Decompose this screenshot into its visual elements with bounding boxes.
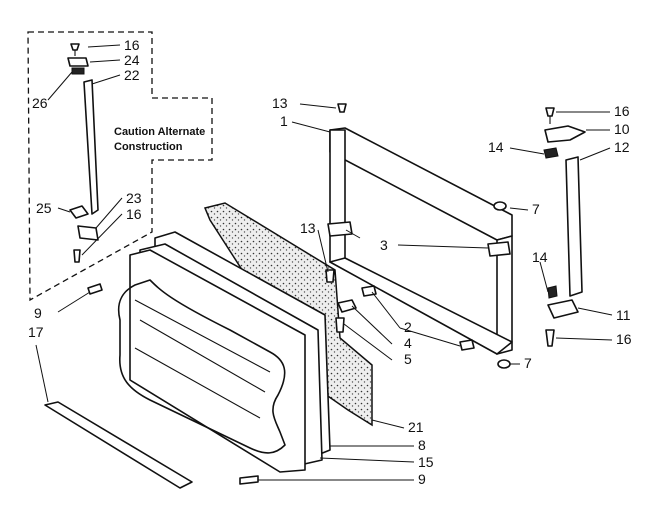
hinge-bracket-part-23 [77, 225, 99, 241]
callout-7-top: 7 [532, 201, 540, 217]
shim-part-26 [71, 67, 85, 75]
cap-part-7-bottom [497, 359, 511, 369]
screw-part-13-top [337, 103, 347, 113]
caution-note-line1: Caution Alternate [114, 126, 205, 138]
handle-part-12 [565, 156, 583, 297]
callout-13-top: 13 [272, 95, 288, 111]
hinge-plate-part-24 [67, 57, 89, 67]
callout-13-mid: 13 [300, 220, 316, 236]
screw-part-5 [335, 317, 345, 333]
callout-2: 2 [404, 319, 412, 335]
cam-part-2-right [459, 339, 475, 351]
callout-26: 26 [32, 95, 48, 111]
shim-part-14 [543, 147, 559, 159]
alternate-construction-box [27, 31, 213, 302]
screw-part-16-right [545, 107, 555, 117]
callout-9-bottom: 9 [418, 471, 426, 487]
callout-21: 21 [408, 419, 424, 435]
screw-part-13-mid [325, 269, 335, 283]
callout-16-alt-bottom: 16 [126, 206, 142, 222]
alternate-hinge-assembly [67, 43, 99, 263]
screw-part-16 [70, 43, 80, 51]
cap-part-7-top [493, 201, 507, 211]
frame-hardware [325, 103, 511, 369]
callout-16-alt-top: 16 [124, 37, 140, 53]
callout-16-right-bottom: 16 [616, 331, 632, 347]
hinge-part-11 [547, 299, 579, 319]
breaker-strip-part-17 [44, 401, 193, 489]
callout-7-bottom: 7 [524, 355, 532, 371]
hinge-part-25 [69, 205, 89, 219]
leader-lines [35, 44, 613, 481]
cam-part-2-left [361, 285, 377, 297]
hinge-pin-part-3-left [327, 221, 353, 237]
screw-part-16-lower [73, 249, 81, 263]
callout-9-left: 9 [34, 305, 42, 321]
callout-11: 11 [616, 307, 631, 323]
pin-part-9-bottom [239, 475, 259, 485]
handle-part-22 [83, 79, 99, 215]
callout-25: 25 [36, 200, 52, 216]
callout-22: 22 [124, 67, 140, 83]
callout-17: 17 [28, 324, 44, 340]
caution-note-line2: Construction [114, 141, 183, 153]
callout-5: 5 [404, 351, 412, 367]
hinge-pin-part-3-right [487, 241, 511, 257]
door-liner-inner [117, 279, 286, 454]
callout-1: 1 [280, 113, 288, 129]
shim-part-14-lower [547, 285, 558, 299]
callout-23: 23 [126, 190, 142, 206]
bracket-part-4 [337, 299, 357, 313]
door-liner-assembly [117, 231, 331, 473]
callout-3: 3 [380, 237, 388, 253]
callout-16-right-top: 16 [614, 103, 630, 119]
callout-14-top: 14 [488, 139, 504, 155]
callout-8: 8 [418, 437, 426, 453]
right-hinge-assembly [543, 107, 586, 347]
screw-part-16-right-lower [545, 329, 555, 347]
callout-4: 4 [404, 335, 412, 351]
callout-14-bottom: 14 [532, 249, 548, 265]
door-liner [129, 249, 306, 473]
callout-15: 15 [418, 454, 434, 470]
callout-24: 24 [124, 52, 140, 68]
hinge-part-10 [544, 125, 586, 143]
callout-12: 12 [614, 139, 630, 155]
door-frame-part-1 [329, 127, 513, 355]
callout-10: 10 [614, 121, 630, 137]
